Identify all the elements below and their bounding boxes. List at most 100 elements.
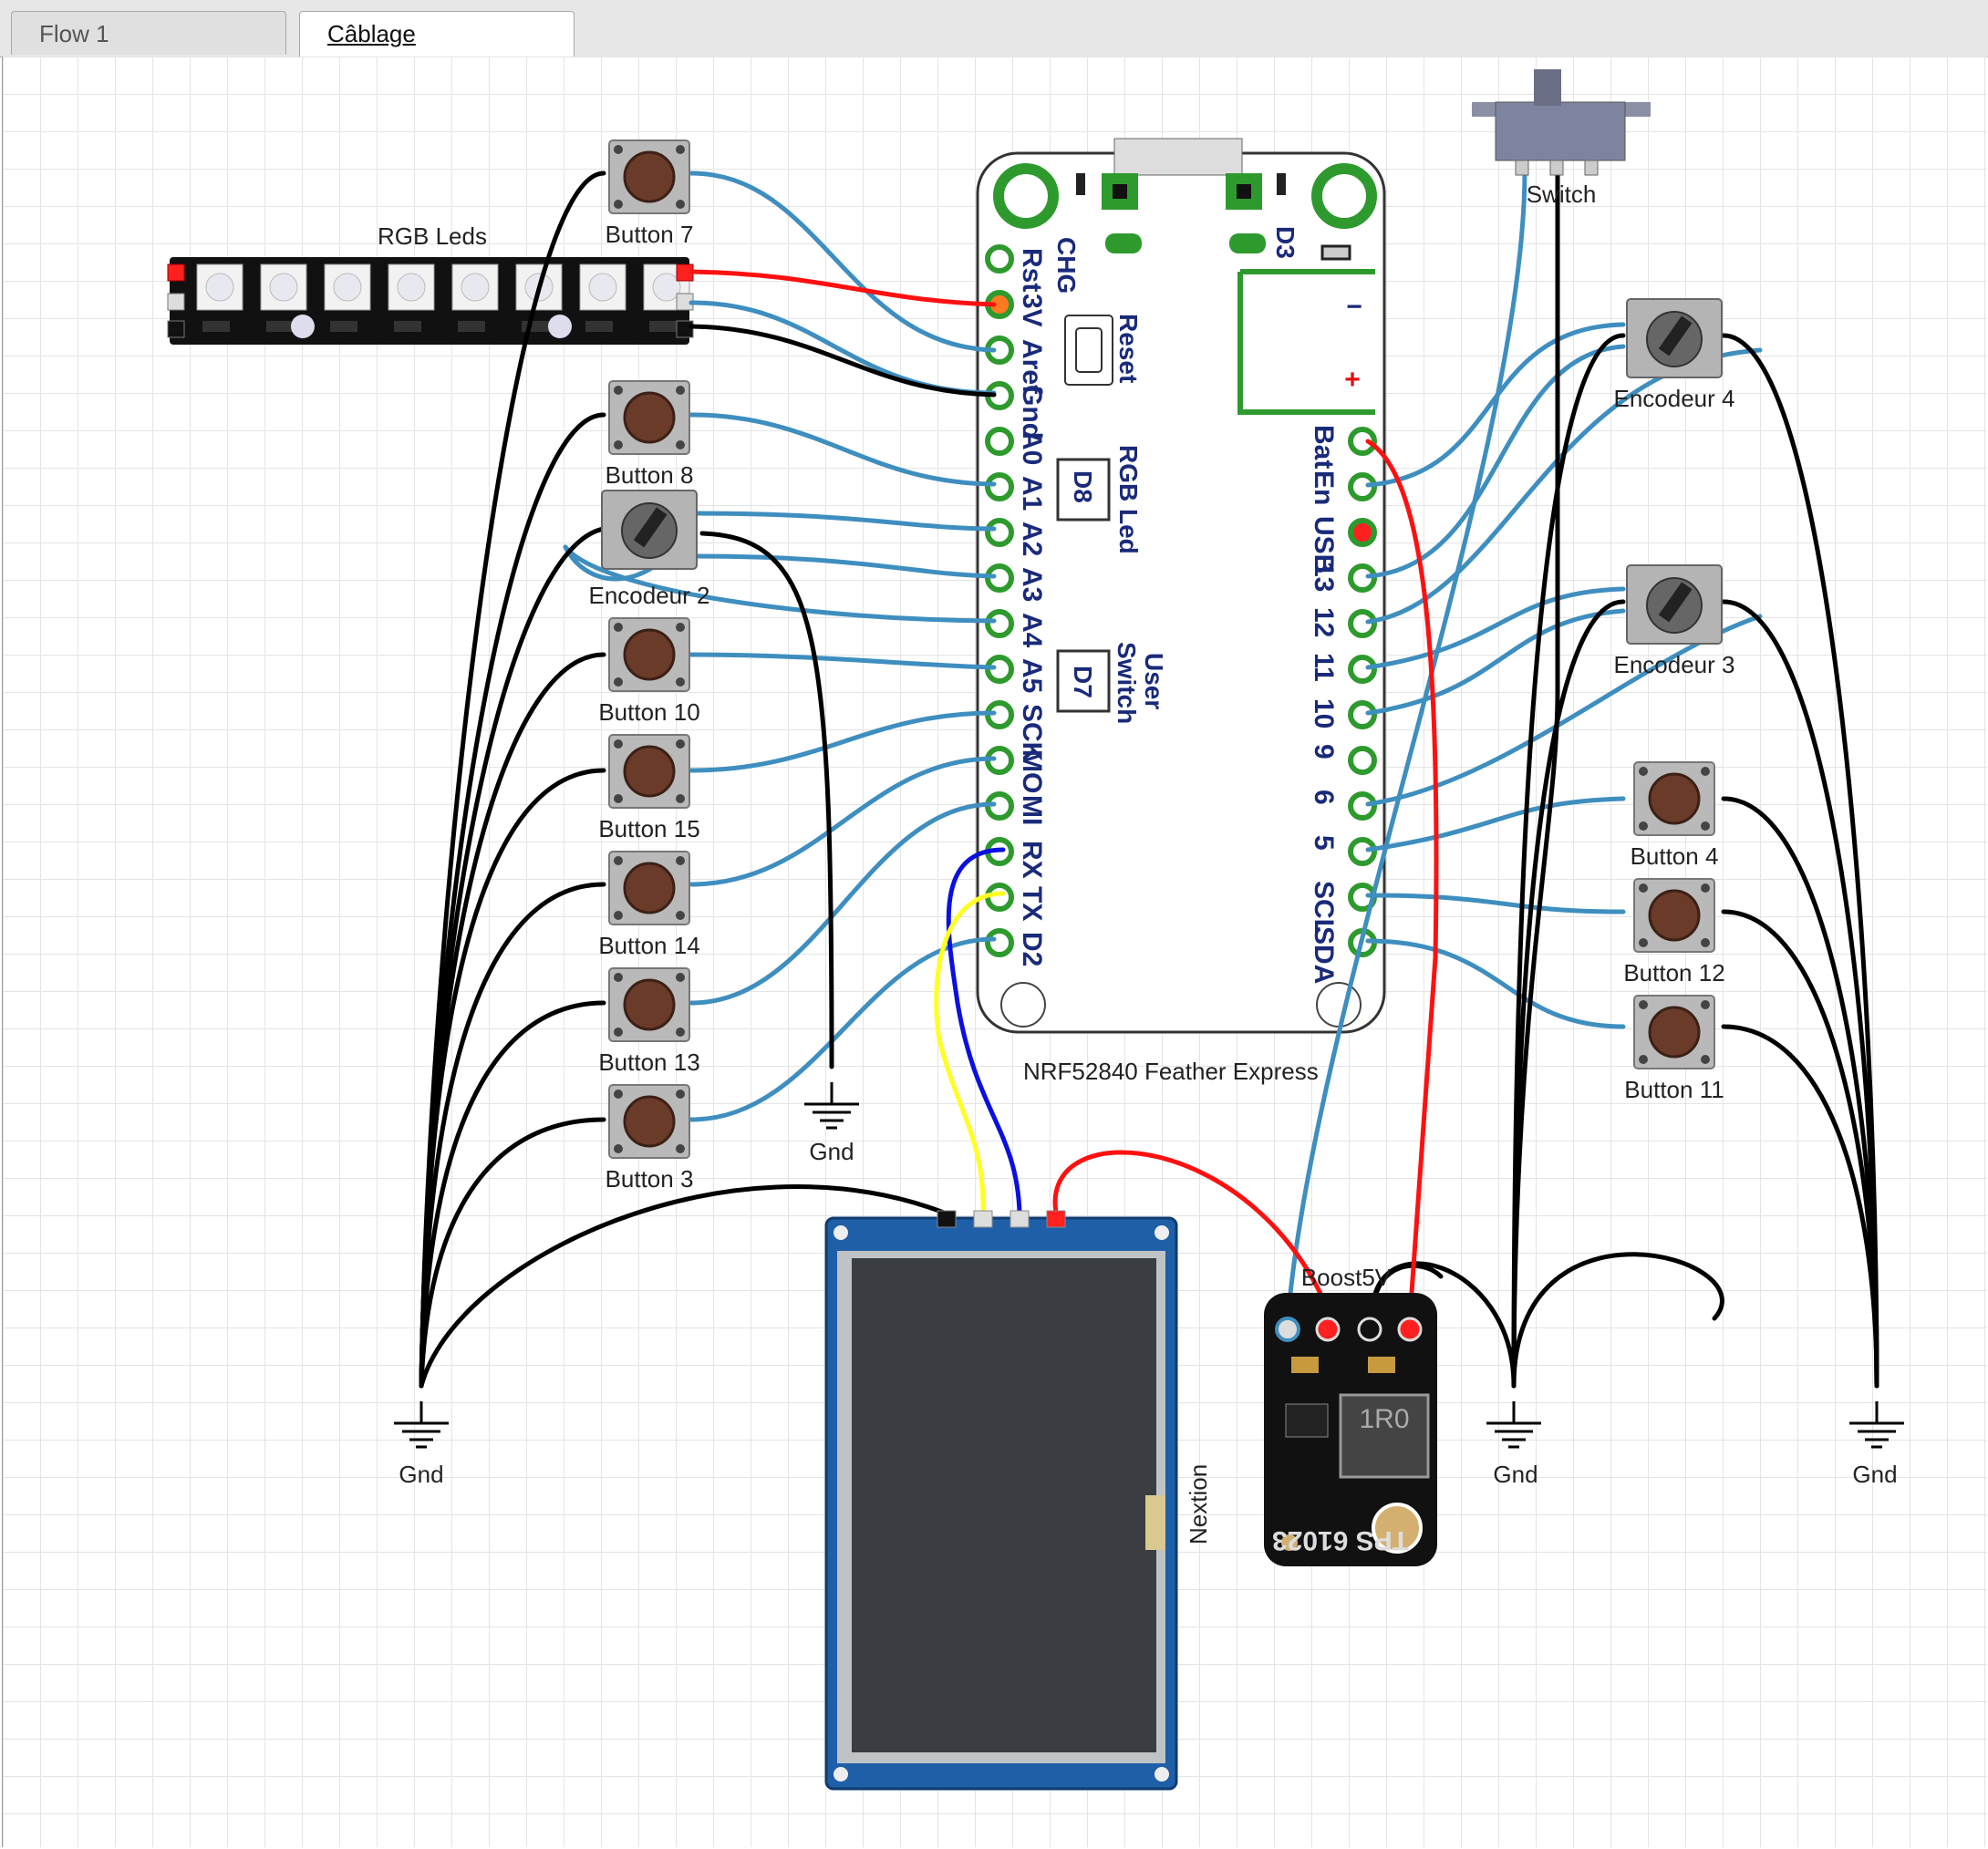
pin-d2[interactable] xyxy=(985,928,1014,957)
pin-label-10: 10 xyxy=(1309,698,1339,728)
rgb-led-strip[interactable] xyxy=(167,257,694,345)
pin-a2[interactable] xyxy=(985,518,1014,547)
button-3[interactable] xyxy=(607,1083,691,1160)
encoder-3[interactable] xyxy=(1626,564,1723,645)
pin-label-11: 11 xyxy=(1309,653,1339,682)
pin-label-mi: MI xyxy=(1017,795,1047,825)
gnd-right-1-label: Gnd xyxy=(1493,1461,1538,1488)
button-10[interactable] xyxy=(607,616,691,693)
pin-label-d2: D2 xyxy=(1017,932,1047,966)
silk-switch: Switch xyxy=(1113,642,1141,724)
tab-bar: Flow 1 Câblage xyxy=(0,0,1988,57)
pin-10[interactable] xyxy=(1348,700,1377,729)
nextion-display[interactable] xyxy=(824,1210,1178,1791)
pin-label-rst: Rst xyxy=(1017,248,1047,292)
button-15-label: Button 15 xyxy=(598,815,699,842)
button-4-label: Button 4 xyxy=(1631,842,1719,870)
pin-label-9: 9 xyxy=(1309,744,1339,759)
ground-left xyxy=(392,1400,450,1449)
pin-a4[interactable] xyxy=(985,609,1014,638)
button-7[interactable] xyxy=(607,139,691,215)
encoder-2[interactable] xyxy=(601,490,698,570)
pin-label-a5: A5 xyxy=(1017,658,1047,693)
silk-user: User xyxy=(1140,653,1168,709)
pin-label-en: En xyxy=(1309,470,1339,505)
pin-label-gnd: Gnd xyxy=(1017,385,1047,439)
pin-label-bat: Bat xyxy=(1309,425,1339,469)
silk-d7: D7 xyxy=(1069,666,1097,698)
encodeur-4-label: Encodeur 4 xyxy=(1614,385,1735,412)
button-12[interactable] xyxy=(1632,877,1716,954)
pin-11[interactable] xyxy=(1348,655,1377,684)
gnd-mid-label: Gnd xyxy=(809,1138,854,1165)
boost-label: Boost5V xyxy=(1301,1264,1392,1291)
pin-label-mo: MO xyxy=(1017,749,1047,793)
pin-bat[interactable] xyxy=(1348,427,1377,456)
button-4[interactable] xyxy=(1632,760,1716,837)
button-11-label: Button 11 xyxy=(1624,1076,1724,1103)
gnd-left-label: Gnd xyxy=(399,1461,443,1488)
pin-9[interactable] xyxy=(1348,746,1377,775)
button-14-label: Button 14 xyxy=(598,932,699,959)
pin-12[interactable] xyxy=(1348,609,1377,638)
silk-reset: Reset xyxy=(1114,314,1143,383)
pin-en[interactable] xyxy=(1348,472,1377,501)
pin-5[interactable] xyxy=(1348,837,1377,866)
battery-plus: + xyxy=(1344,365,1361,395)
button-11[interactable] xyxy=(1632,994,1716,1070)
silk-chg: CHG xyxy=(1052,237,1081,294)
pin-usb[interactable] xyxy=(1348,518,1377,547)
pin-13[interactable] xyxy=(1348,563,1377,593)
button-8-label: Button 8 xyxy=(606,461,694,489)
pin-label-a3: A3 xyxy=(1017,567,1047,602)
pin-a0[interactable] xyxy=(985,427,1014,456)
pin-label-3v: 3V xyxy=(1017,294,1047,327)
pin-label-a0: A0 xyxy=(1017,430,1047,465)
silk-d3: D3 xyxy=(1271,226,1299,259)
pin-6[interactable] xyxy=(1348,791,1377,821)
button-12-label: Button 12 xyxy=(1623,959,1724,986)
tab-cablage[interactable]: Câblage xyxy=(299,11,575,57)
slide-switch[interactable] xyxy=(1472,69,1651,176)
button-14[interactable] xyxy=(607,850,691,926)
nextion-label: Nextion xyxy=(1185,1464,1212,1544)
ground-right-2 xyxy=(1848,1400,1906,1449)
pin-a1[interactable] xyxy=(985,472,1014,501)
pin-label-sda: SDA xyxy=(1309,926,1339,984)
pin-label-aref: Aref xyxy=(1017,339,1047,395)
pin-tx[interactable] xyxy=(985,883,1014,912)
boost-inductor-marking: 1R0 xyxy=(1359,1404,1409,1434)
encodeur-2-label: Encodeur 2 xyxy=(589,582,710,609)
silk-d8: D8 xyxy=(1069,470,1097,503)
pin-label-13: 13 xyxy=(1309,562,1339,592)
tab-flow-1[interactable]: Flow 1 xyxy=(11,11,286,55)
pin-label-usb: USB xyxy=(1309,516,1339,573)
ground-right-1 xyxy=(1485,1400,1543,1449)
button-10-label: Button 10 xyxy=(598,698,699,726)
encoder-4[interactable] xyxy=(1626,298,1723,378)
switch-label: Switch xyxy=(1527,181,1597,208)
button-13[interactable] xyxy=(607,966,691,1043)
pin-label-scl: SCL xyxy=(1309,881,1339,935)
boost-chip-marking: TPS 61023 xyxy=(1272,1525,1409,1555)
silk-rgb-led: RGB Led xyxy=(1114,445,1143,554)
rgb-leds-label: RGB Leds xyxy=(378,222,487,250)
encodeur-3-label: Encodeur 3 xyxy=(1614,651,1735,678)
pin-label-5: 5 xyxy=(1309,835,1339,851)
button-8[interactable] xyxy=(607,379,691,456)
pin-label-rx: RX xyxy=(1017,841,1047,879)
button-15[interactable] xyxy=(607,733,691,810)
pin-label-6: 6 xyxy=(1309,790,1339,805)
boost-module[interactable] xyxy=(1264,1293,1437,1566)
feather-board[interactable]: − + CHG D3 Reset RGB Led D8 User Switch … xyxy=(976,138,1386,1034)
rgb-led xyxy=(388,263,435,311)
pin-label-a1: A1 xyxy=(1017,476,1047,511)
pin-rst[interactable] xyxy=(985,244,1014,274)
pin-label-tx: TX xyxy=(1017,886,1047,921)
button-7-label: Button 7 xyxy=(606,221,694,248)
battery-minus: − xyxy=(1346,292,1362,322)
ground-mid xyxy=(802,1080,861,1130)
pin-label-a4: A4 xyxy=(1017,613,1047,648)
button-3-label: Button 3 xyxy=(606,1165,694,1193)
